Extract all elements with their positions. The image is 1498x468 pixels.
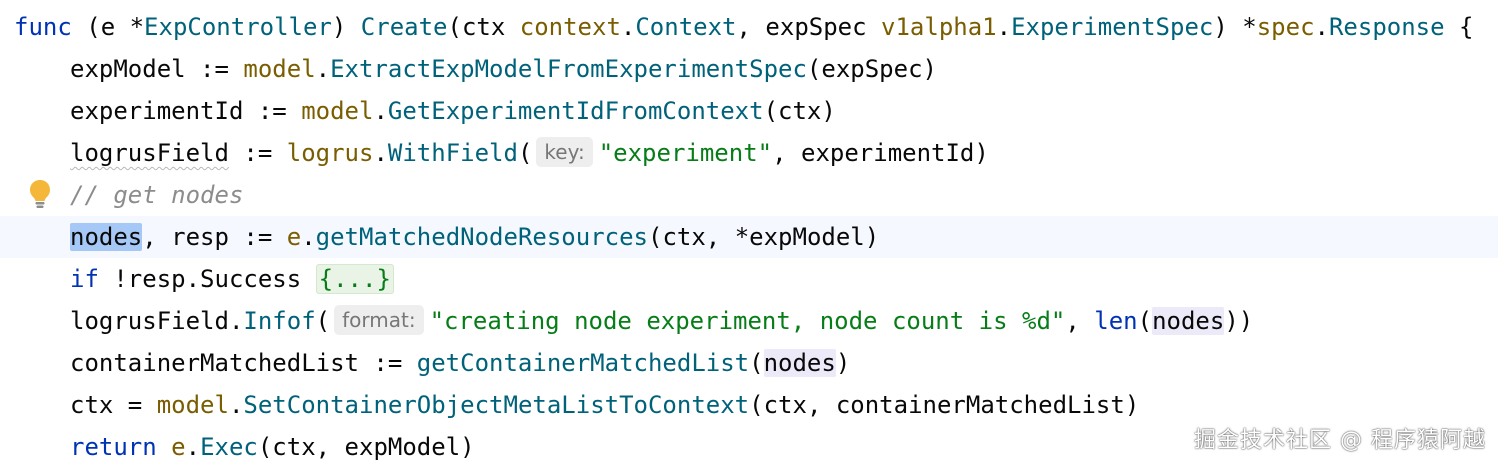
code-line-2[interactable]: expModel := model.ExtractExpModelFromExp… [70,55,937,83]
parameter-hint-format: format: [334,305,424,335]
code-line-3[interactable]: experimentId := model.GetExperimentIdFro… [70,97,836,125]
usage-highlight: nodes [763,349,836,377]
keyword-func: func [14,13,72,41]
code-line-7[interactable]: if !resp.Success {...} [0,258,1498,300]
code-line-11[interactable]: return e.Exec(ctx, expModel) [70,433,475,461]
parameter-hint-key: key: [536,137,593,167]
usage-highlight: nodes [1152,307,1225,335]
code-line-10[interactable]: ctx = model.SetContainerObjectMetaListTo… [70,391,1140,419]
receiver-type: ExpController [144,13,332,41]
code-line-8[interactable]: logrusField.Infof(format:"creating node … [70,305,1254,335]
comment: // get nodes [70,181,244,209]
warning-squiggle[interactable]: logrusField [70,139,229,167]
lightbulb-icon[interactable] [29,179,51,209]
selected-identifier[interactable]: nodes [70,223,143,251]
code-line-9[interactable]: containerMatchedList := getContainerMatc… [70,349,851,377]
code-line-4[interactable]: logrusField := logrus.WithField(key:"exp… [70,137,989,167]
code-line-1[interactable]: func (e *ExpController) Create(ctx conte… [14,13,1474,41]
function-name: Create [360,13,448,41]
folded-code-block[interactable]: {...} [315,264,394,294]
watermark: 掘金技术社区 @ 程序猿阿越 [1194,428,1486,453]
code-line-5[interactable]: // get nodes [0,174,1498,216]
code-line-6-current[interactable]: nodes, resp := e.getMatchedNodeResources… [0,216,1498,258]
